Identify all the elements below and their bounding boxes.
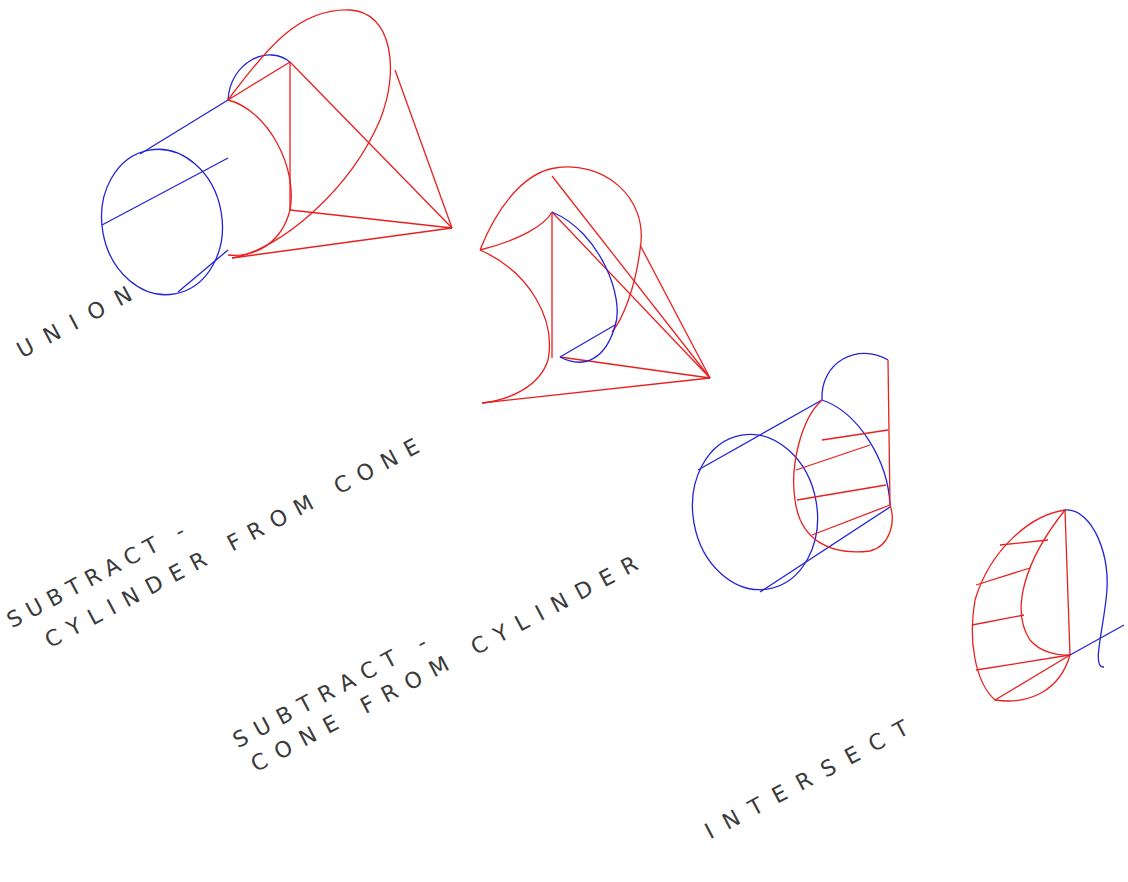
operation-label: CONE FROM CYLINDER xyxy=(248,548,651,776)
cut-edge xyxy=(480,212,552,250)
intersection-curve xyxy=(228,100,291,255)
cylinder-edge xyxy=(140,100,228,154)
cylinder-edge xyxy=(560,325,615,357)
cut-hatch xyxy=(796,445,870,470)
operation-label: UNION xyxy=(14,277,148,362)
cylinder-face xyxy=(552,212,617,362)
operation-label: INTERSECT xyxy=(702,711,924,843)
subtract-cone-figure xyxy=(680,353,892,599)
intersect-hatch xyxy=(1000,540,1048,545)
cone-edge xyxy=(552,176,710,378)
cone-edge xyxy=(232,228,452,258)
intersect-hatch xyxy=(995,655,1070,700)
intersect-hatch xyxy=(976,655,1070,670)
cylinder-edge xyxy=(178,250,228,292)
cylinder-face xyxy=(90,140,234,305)
cut-curve xyxy=(822,400,890,505)
cut-hatch xyxy=(797,485,886,500)
operation-label: CYLINDER FROM CONE xyxy=(42,431,432,652)
intersect-curve xyxy=(1021,510,1070,655)
cut-hatch xyxy=(812,505,890,535)
cone-edge xyxy=(395,70,452,228)
subtract-cylinder-figure xyxy=(480,167,710,403)
cone-edge xyxy=(560,357,710,378)
cylinder-edge xyxy=(1070,625,1124,655)
cylinder-face xyxy=(822,353,888,400)
cylinder-edge xyxy=(102,158,228,225)
cylinder-face xyxy=(680,424,829,599)
intersect-hatch xyxy=(976,568,1030,585)
cut-edge xyxy=(480,250,549,403)
intersect-hatch xyxy=(972,615,1024,625)
cut-surface xyxy=(794,400,892,552)
cylinder-face xyxy=(1065,510,1107,667)
cone-edge xyxy=(290,62,452,228)
cylinder-edge xyxy=(760,507,890,592)
cone-edge xyxy=(482,378,710,403)
cone-base xyxy=(228,10,390,258)
intersect-surface xyxy=(972,510,1070,701)
intersect-figure xyxy=(972,510,1124,701)
cut-edge xyxy=(888,360,890,505)
cone-edge xyxy=(1065,510,1070,655)
cone-edge xyxy=(228,62,290,100)
cut-hatch xyxy=(822,430,888,440)
cone-edge xyxy=(290,210,452,228)
cylinder-edge xyxy=(698,400,822,470)
cone-edge xyxy=(552,212,710,378)
cut-edge xyxy=(551,212,552,358)
union-figure xyxy=(90,10,452,304)
cone-edge xyxy=(640,245,710,378)
